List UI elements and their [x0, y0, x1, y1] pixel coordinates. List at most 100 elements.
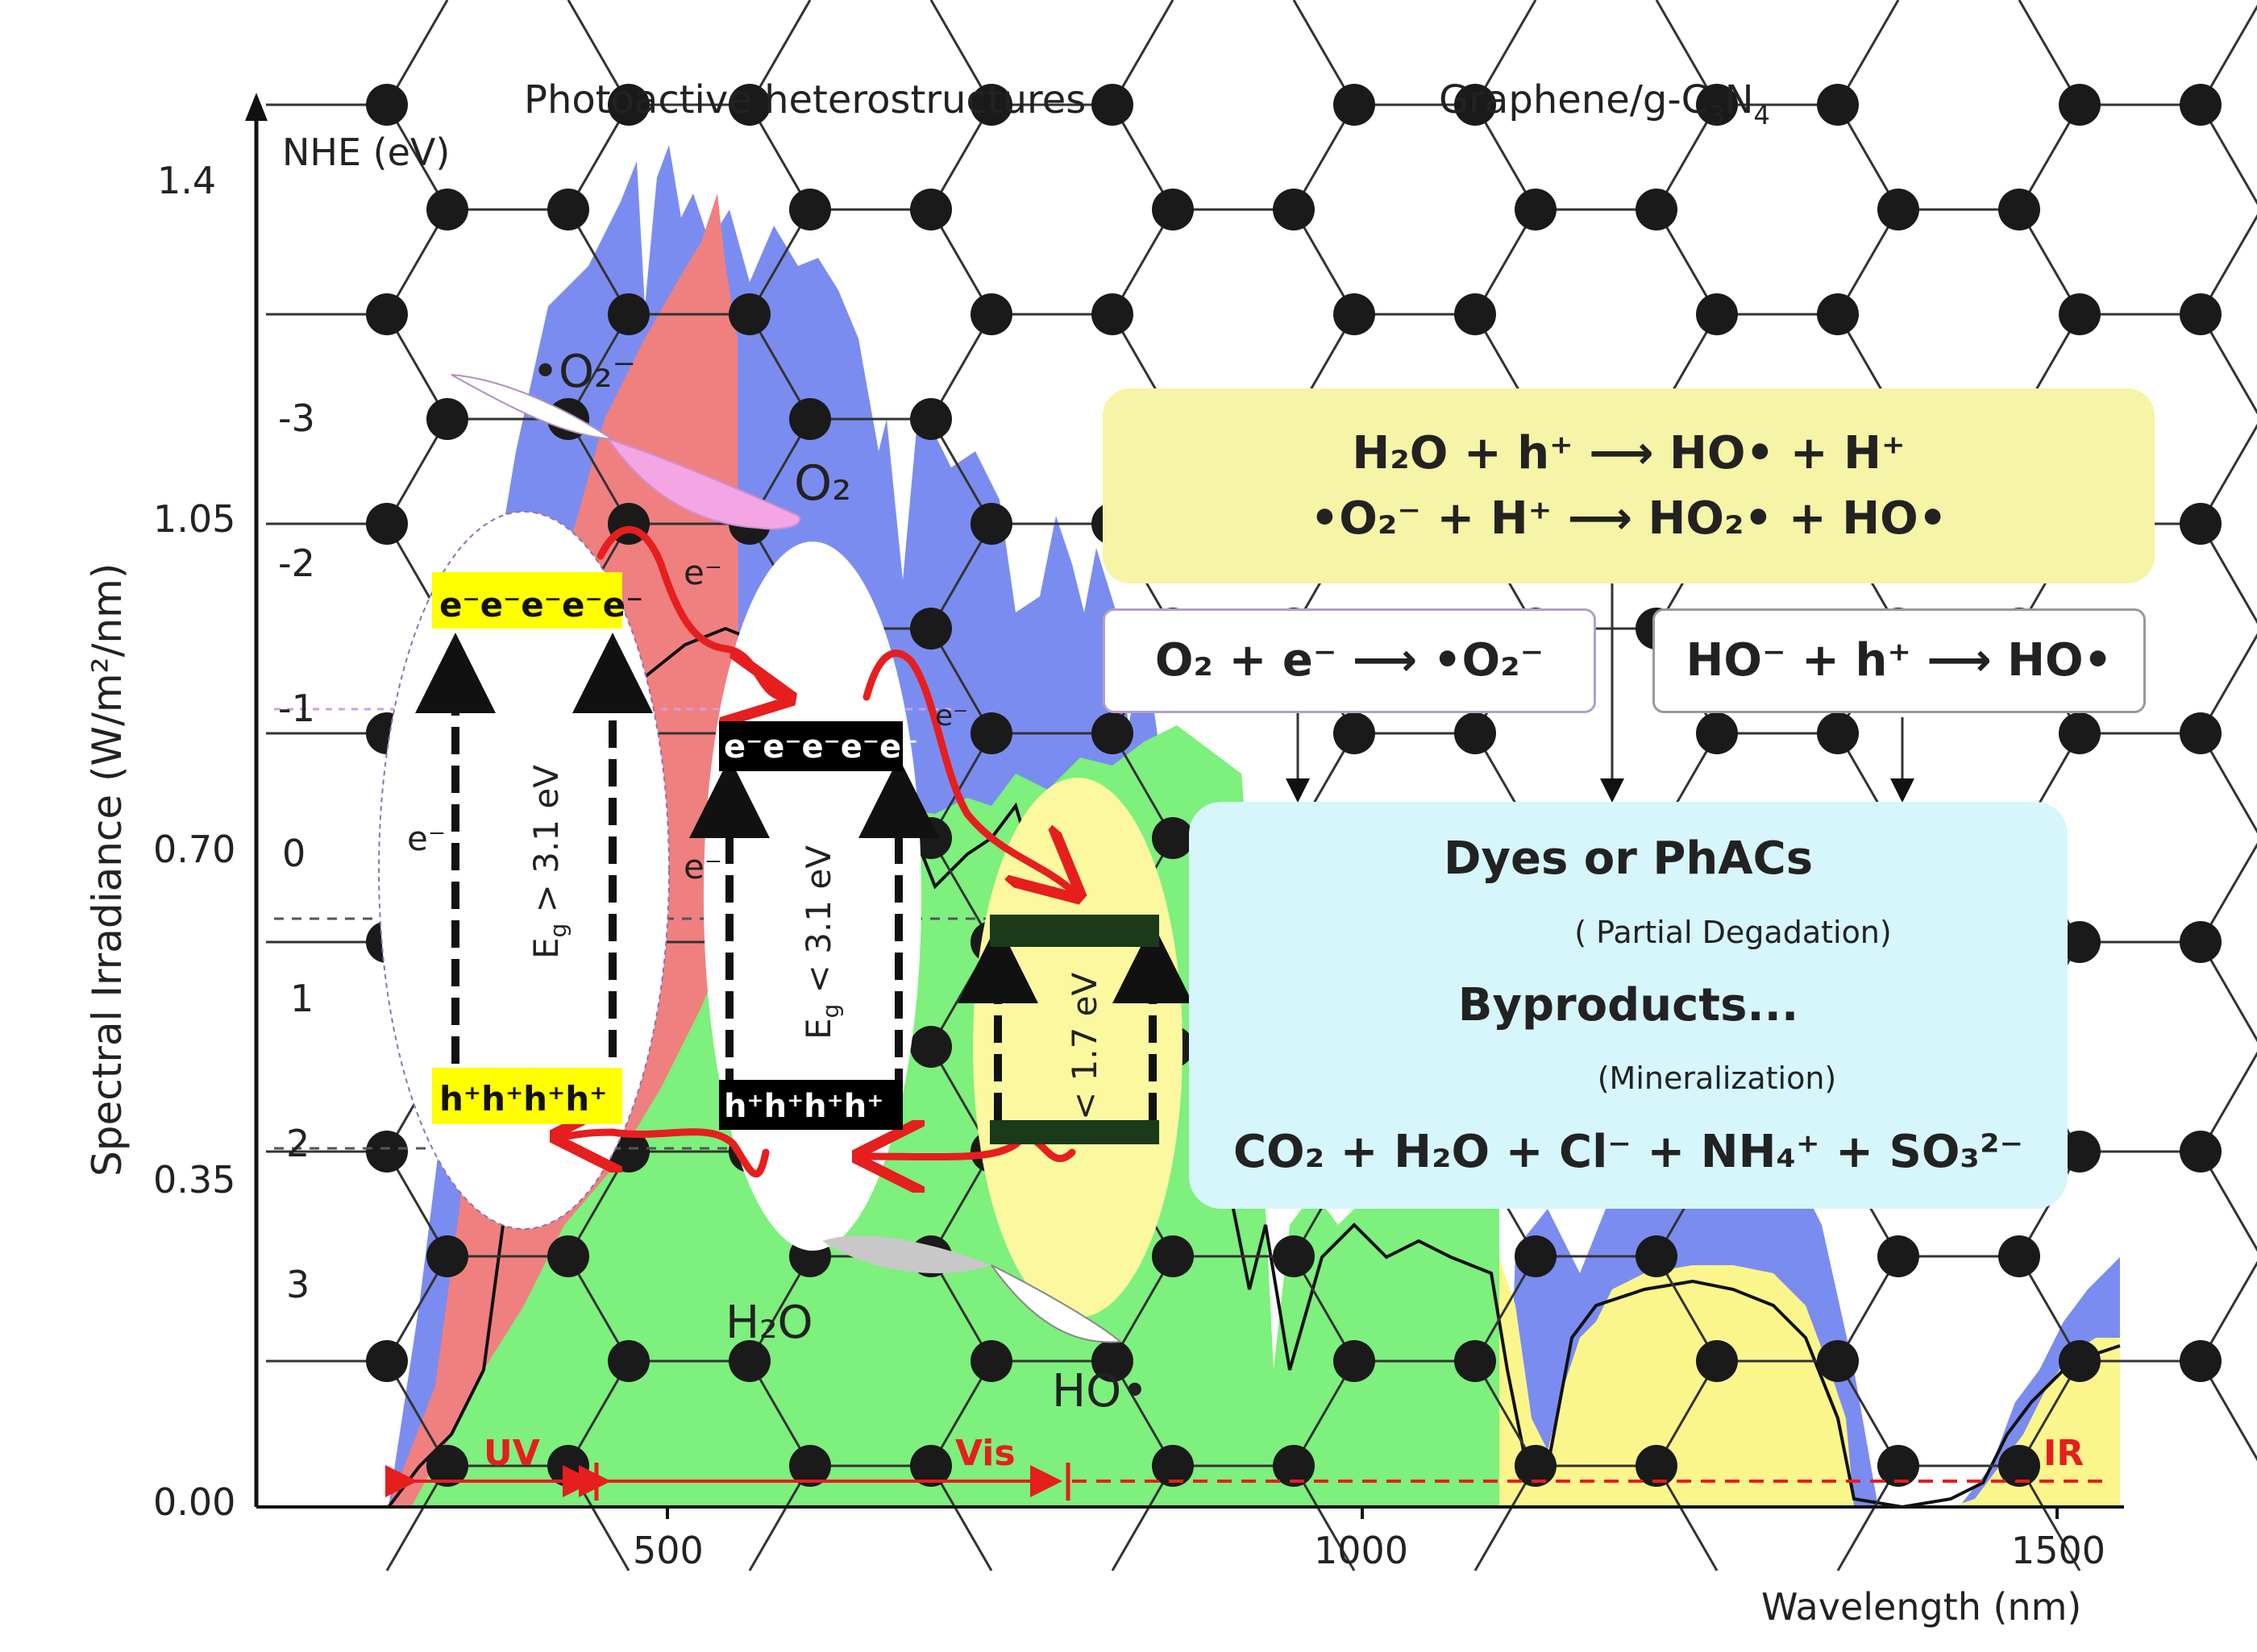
lattice-atom [2180, 712, 2222, 754]
lattice-atom [2180, 1340, 2222, 1382]
s2-gap-label: Eg < 3.1 eV [799, 845, 844, 1040]
lattice-atom [1454, 1340, 1496, 1382]
electron-path-1 [596, 525, 782, 697]
lattice-atom [2059, 712, 2101, 754]
lattice-atom [1877, 1235, 1919, 1277]
superoxide-label: •O₂⁻ [532, 346, 636, 398]
y-tick-label: 0.00 [153, 1480, 235, 1524]
nhe-tick-label: -3 [278, 396, 315, 440]
reaction-line-1: H₂O + h⁺ ⟶ HO• + H⁺ [1352, 426, 1906, 479]
lattice-atom [366, 84, 408, 126]
lattice-atom [608, 293, 650, 335]
s1-vb-label: h⁺h⁺h⁺h⁺ [439, 1079, 607, 1119]
charge-transfer-paths [564, 525, 1072, 1178]
lattice-atom [426, 1235, 468, 1277]
lattice-atom [366, 503, 408, 545]
lattice-atom [426, 398, 468, 440]
mineralization-label: (Mineralization) [1597, 1061, 1837, 1097]
lattice-atom [366, 1340, 408, 1382]
x-axis-label: Wavelength (nm) [1761, 1585, 2081, 1629]
spectrum-outline [387, 626, 2121, 1509]
lattice-atom [1152, 189, 1194, 230]
lattice-atom [1152, 1445, 1194, 1487]
partial-degradation-label: ( Partial Degadation) [1574, 914, 1892, 950]
lattice-atom [1817, 293, 1859, 335]
lattice-atom [547, 189, 589, 230]
lattice-atom [1515, 189, 1557, 230]
s1-valence-band-bar [432, 1068, 622, 1124]
lattice-atom [366, 1131, 408, 1173]
lattice-atom [1152, 1235, 1194, 1277]
vis-region-label: Vis [955, 1433, 1016, 1474]
lattice-atom [2059, 293, 2101, 335]
lattice-atom [2059, 921, 2101, 963]
reaction-line-2: •O₂⁻ + H⁺ ⟶ HO₂• + HO• [1310, 492, 1947, 545]
lattice-atom [1696, 84, 1738, 126]
s3-valence-band-bar [990, 1120, 1159, 1144]
reaction-superoxide: O₂ + e⁻ ⟶ •O₂⁻ [1154, 634, 1544, 687]
lattice-atom [789, 189, 831, 230]
lattice-atom [729, 293, 771, 335]
s3-gap-label: < 1.7 eV [1065, 972, 1104, 1120]
degradation-pathway-box: Dyes or PhACs ( Partial Degadation) Bypr… [1189, 802, 2068, 1209]
lattice-atom [1333, 1340, 1375, 1382]
lattice-atom [971, 1340, 1012, 1382]
degradation-title: Dyes or PhACs [1443, 832, 1814, 886]
hydroxyl-formation-box: H₂O + h⁺ ⟶ HO• + H⁺ •O₂⁻ + H⁺ ⟶ HO₂• + H… [1103, 388, 2155, 583]
lattice-atom [2180, 1131, 2222, 1173]
hydroxide-oxidation-box: HO⁻ + h⁺ ⟶ HO• [1652, 608, 2146, 713]
lattice-atom [2059, 84, 2101, 126]
s1-conduction-band-bar [432, 572, 622, 629]
s3-conduction-band-bar [990, 915, 1159, 947]
lattice-atom [2180, 503, 2222, 545]
lattice-atom [1454, 293, 1496, 335]
y-tick-label: 1.05 [153, 497, 235, 541]
lattice-atom [910, 189, 952, 230]
lattice-atom [910, 398, 952, 440]
nhe-tick-label: 1 [290, 977, 314, 1020]
lattice-atom [1454, 712, 1496, 754]
y-tick-label: 0.70 [153, 828, 235, 871]
lattice-atom [729, 84, 771, 126]
lattice-atom [789, 398, 831, 440]
lattice-atom [971, 84, 1012, 126]
o2-label: O₂ [794, 455, 851, 512]
lattice-atom [1817, 84, 1859, 126]
ir-region-label: IR [2043, 1433, 2084, 1474]
s2-conduction-band-bar [719, 721, 903, 771]
spectrum-yellow-ir-area [1499, 1257, 1854, 1507]
lattice-atom [608, 1340, 650, 1382]
lattice-atom [1333, 293, 1375, 335]
lattice-atom [1333, 712, 1375, 754]
s1-electron-label: e⁻ [407, 819, 446, 858]
x-tick-label: 500 [633, 1529, 704, 1572]
lattice-atom [608, 84, 650, 126]
lattice-atom [1817, 712, 1859, 754]
lattice-atom [1091, 293, 1133, 335]
o2-reactant-shape [606, 438, 801, 530]
lattice-atom [1515, 1235, 1557, 1277]
lattice-atom [729, 1340, 771, 1382]
lattice-atom [1696, 712, 1738, 754]
lattice-atom [1333, 84, 1375, 126]
lattice-atom [2059, 1131, 2101, 1173]
lattice-atom [2180, 293, 2222, 335]
y-tick-label: 0.35 [153, 1158, 235, 1202]
lattice-atom [971, 712, 1012, 754]
y-axis-label: Spectral Irradiance (W/m²/nm) [84, 563, 131, 1177]
lattice-atom [1998, 1445, 2040, 1487]
superoxide-formation-box: O₂ + e⁻ ⟶ •O₂⁻ [1103, 608, 1596, 713]
lattice-atom [426, 189, 468, 230]
lattice-atom [1636, 1235, 1677, 1277]
hole-path-2 [564, 1132, 770, 1178]
graphene-title: Graphene/g-C3N4 [1439, 77, 1770, 131]
nhe-tick-label: 3 [286, 1263, 310, 1306]
nhe-axis-label: NHE (eV) [282, 131, 450, 174]
lattice-atom [1998, 189, 2040, 230]
superoxide-product-shape [451, 374, 613, 440]
lattice-atom [366, 293, 408, 335]
free-electron-label-1: e⁻ [684, 553, 722, 592]
nhe-tick-label: 0 [282, 832, 306, 875]
nhe-tick-label: -1 [278, 687, 315, 730]
s2-valence-band-bar [719, 1080, 903, 1130]
